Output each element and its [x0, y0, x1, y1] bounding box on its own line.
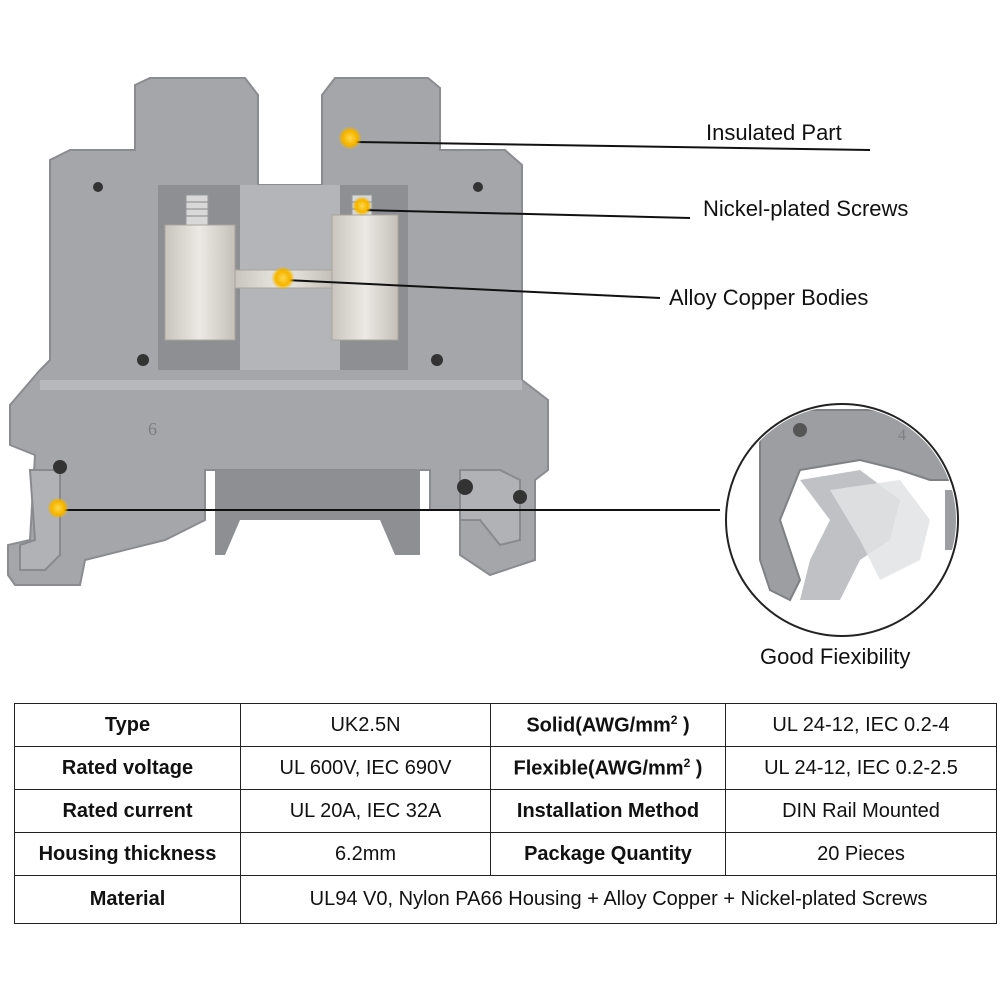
spec-label-type: Type: [14, 703, 241, 747]
spec-label-voltage: Rated voltage: [14, 746, 241, 790]
screw-left: [185, 194, 209, 226]
spec-value-type: UK2.5N: [240, 703, 491, 747]
copper-body-left: [164, 224, 236, 341]
spec-label-package: Package Quantity: [490, 832, 726, 876]
callout-lines: [58, 141, 871, 511]
spec-label-thickness: Housing thickness: [14, 832, 241, 876]
terminal-block-diagram: 6 4: [7, 77, 959, 637]
callout-copper-bodies: Alloy Copper Bodies: [669, 285, 869, 310]
callout-flexibility: Good Fiexibility: [760, 644, 911, 669]
spec-value-package: 20 Pieces: [725, 832, 997, 876]
flexibility-inset: [725, 403, 959, 637]
table-row: Housing thickness 6.2mm Package Quantity…: [14, 832, 997, 876]
spec-value-install: DIN Rail Mounted: [725, 789, 997, 833]
spec-label-install: Installation Method: [490, 789, 726, 833]
spec-value-thickness: 6.2mm: [240, 832, 491, 876]
spec-label-material: Material: [14, 875, 241, 924]
callout-nickel-screws: Nickel-plated Screws: [703, 196, 909, 221]
table-row: Material UL94 V0, Nylon PA66 Housing + A…: [14, 875, 997, 924]
housing-number-inset: 4: [898, 427, 906, 444]
spec-table: Type UK2.5N Solid(AWG/mm2 ) UL 24-12, IE…: [14, 703, 997, 924]
spec-value-flexible: UL 24-12, IEC 0.2-2.5: [725, 746, 997, 790]
spec-value-current: UL 20A, IEC 32A: [240, 789, 491, 833]
spec-label-current: Rated current: [14, 789, 241, 833]
spec-value-solid: UL 24-12, IEC 0.2-4: [725, 703, 997, 747]
terminal-housing: [7, 77, 549, 586]
marker-insulated-part: [338, 126, 362, 150]
table-row: Type UK2.5N Solid(AWG/mm2 ) UL 24-12, IE…: [14, 703, 997, 747]
housing-number-main: 6: [148, 419, 157, 439]
callout-insulated-part: Insulated Part: [706, 120, 842, 145]
table-row: Rated current UL 20A, IEC 32A Installati…: [14, 789, 997, 833]
spec-label-flexible: Flexible(AWG/mm2 ): [490, 746, 726, 790]
copper-body-right: [331, 214, 399, 341]
marker-nickel-screws: [352, 196, 372, 216]
marker-copper-bodies: [271, 266, 295, 290]
table-row: Rated voltage UL 600V, IEC 690V Flexible…: [14, 746, 997, 790]
spec-value-voltage: UL 600V, IEC 690V: [240, 746, 491, 790]
spec-label-solid: Solid(AWG/mm2 ): [490, 703, 726, 747]
marker-flexibility: [47, 497, 69, 519]
spec-value-material: UL94 V0, Nylon PA66 Housing + Alloy Copp…: [240, 875, 997, 924]
